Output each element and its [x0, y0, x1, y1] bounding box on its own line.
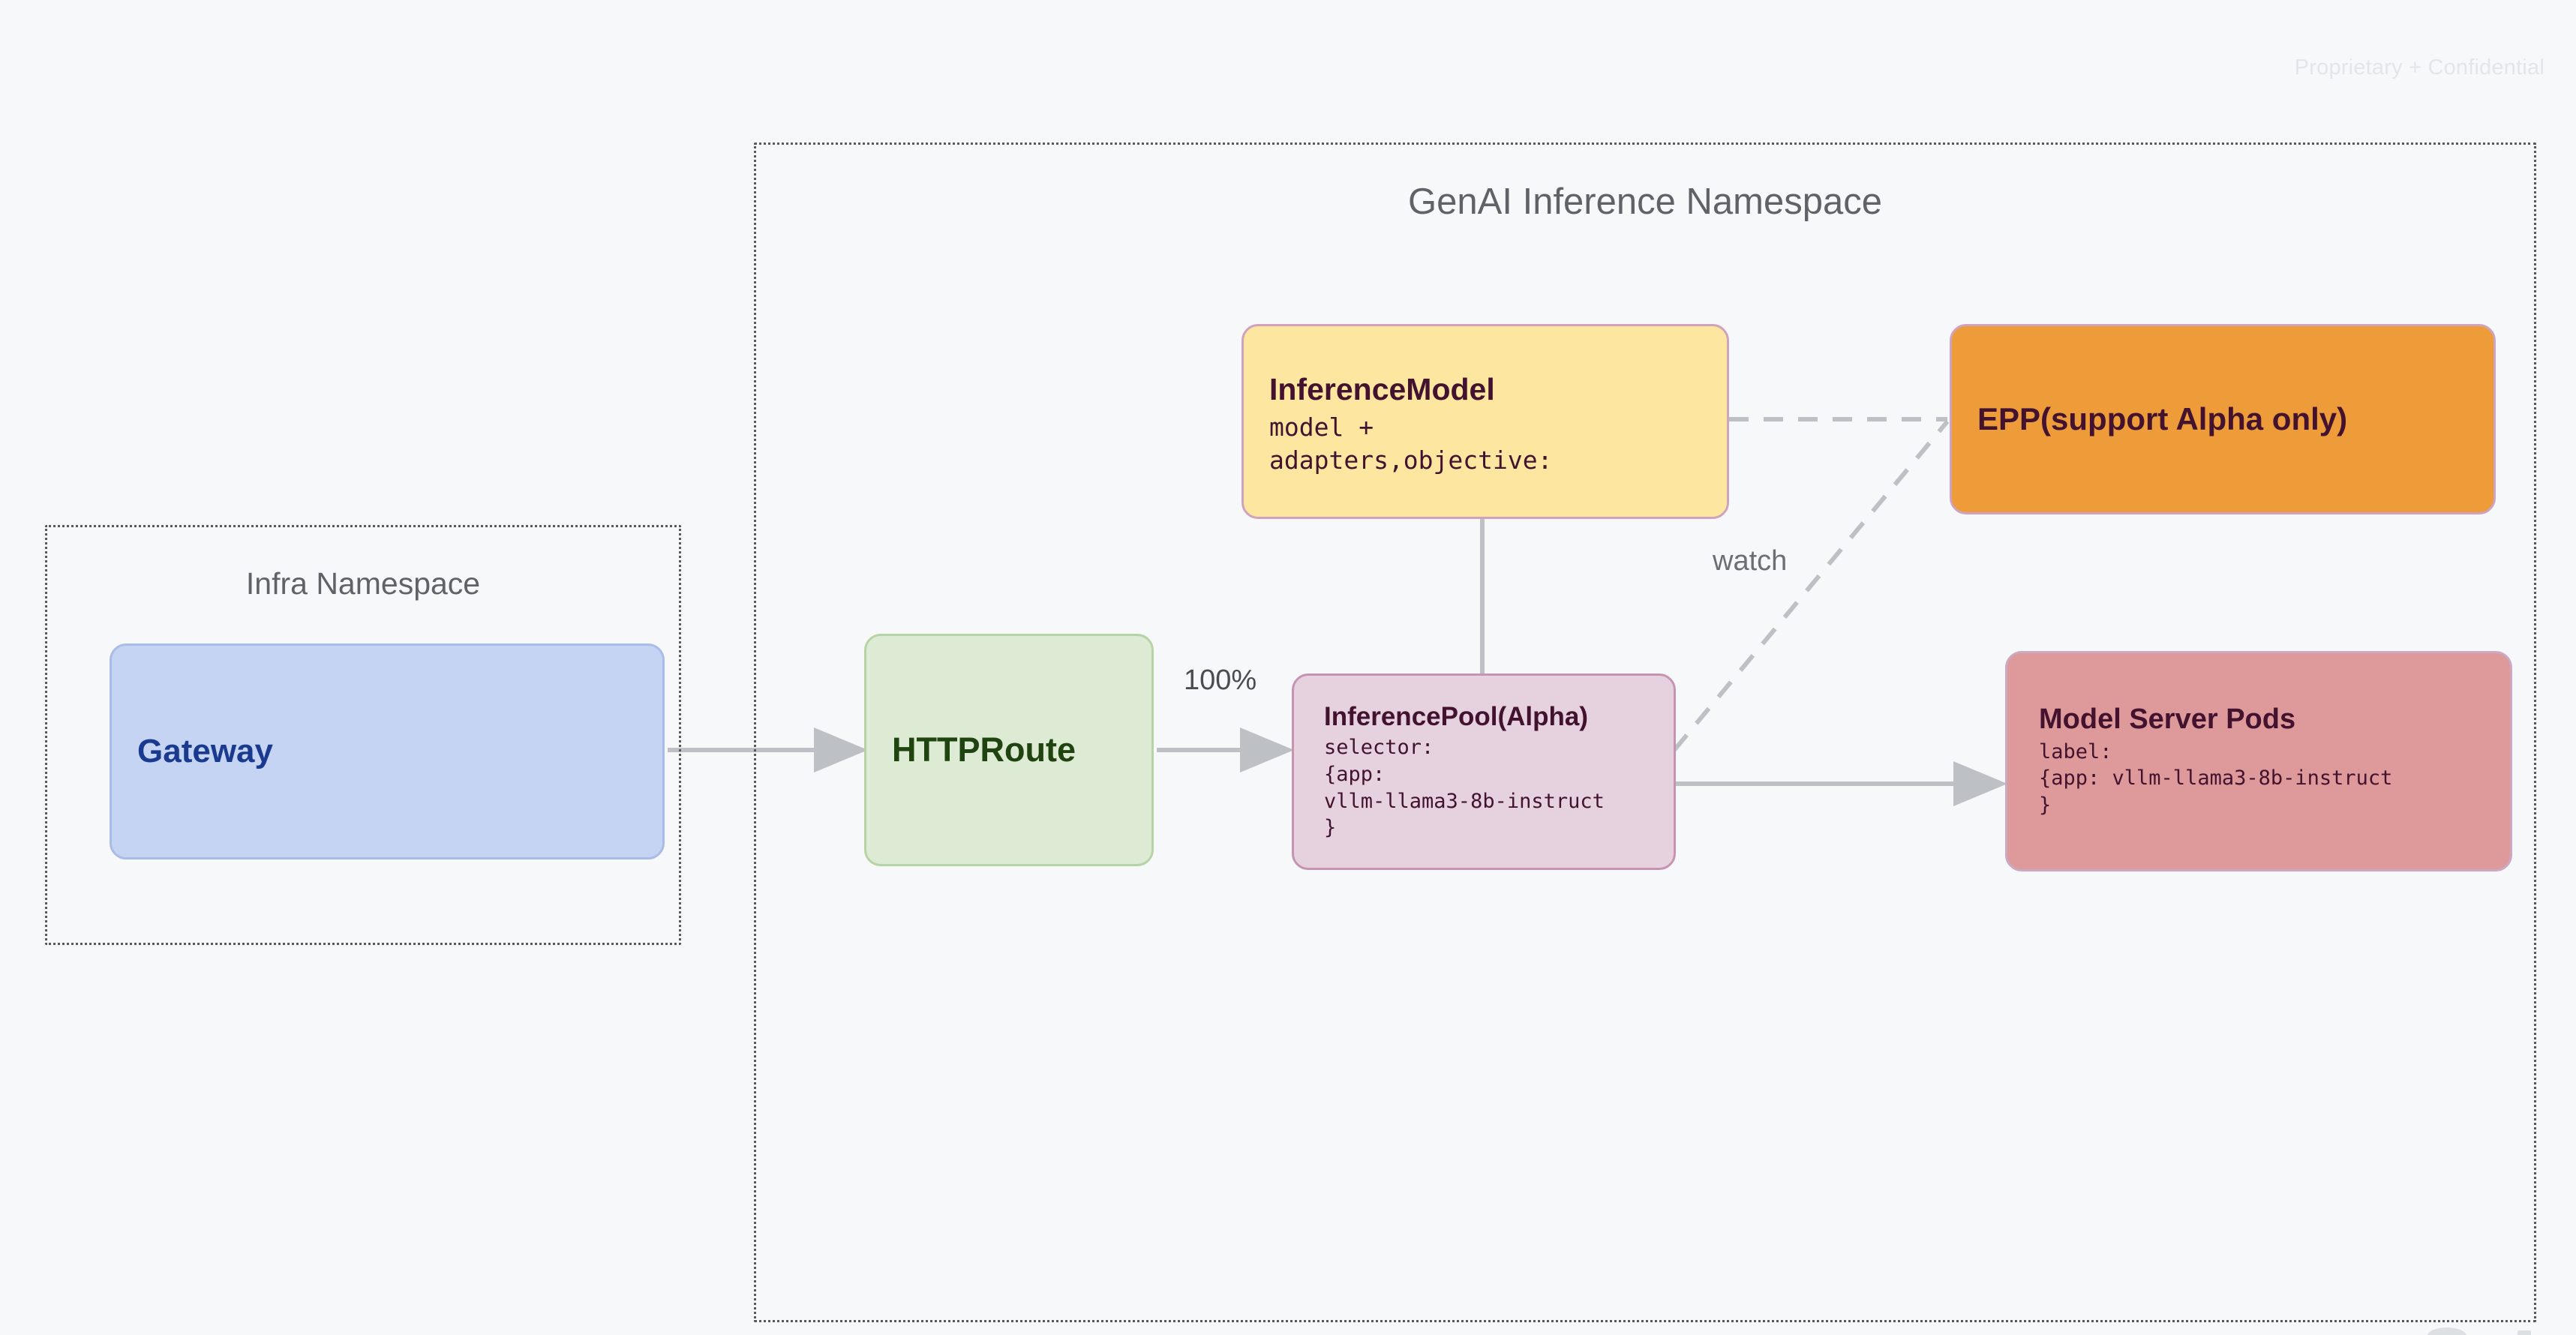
node-gateway[interactable]: Gateway	[110, 644, 665, 860]
node-inferencepool-title: InferencePool(Alpha)	[1324, 702, 1588, 732]
node-inferencemodel-title: InferenceModel	[1269, 371, 1495, 406]
node-httproute-title: HTTPRoute	[892, 730, 1076, 769]
namespace-infra-title: Infra Namespace	[245, 566, 481, 601]
edge-label-traffic-weight: 100%	[1184, 664, 1257, 696]
node-httproute[interactable]: HTTPRoute	[864, 634, 1154, 866]
node-inferencemodel-spec: model + adapters,objective:	[1269, 412, 1553, 475]
node-inferencemodel[interactable]: InferenceModel model + adapters,objectiv…	[1241, 324, 1729, 519]
confidentiality-watermark: Proprietary + Confidential	[2294, 56, 2544, 80]
node-model-server-pods-spec: label: {app: vllm-llama3-8b-instruct }	[2039, 740, 2393, 818]
namespace-infra: Infra Namespace	[45, 525, 681, 945]
corner-artifact	[2406, 1324, 2549, 1335]
node-model-server-pods[interactable]: Model Server Pods label: {app: vllm-llam…	[2005, 651, 2512, 872]
node-inferencepool-spec: selector: {app: vllm-llama3-8b-instruct …	[1324, 736, 1605, 840]
node-epp[interactable]: EPP(support Alpha only)	[1950, 324, 2496, 514]
node-gateway-title: Gateway	[137, 733, 273, 770]
node-epp-title: EPP(support Alpha only)	[1977, 401, 2348, 437]
namespace-genai-inference: GenAI Inference Namespace	[754, 142, 2536, 1322]
edge-label-watch: watch	[1713, 545, 1788, 577]
node-inferencepool[interactable]: InferencePool(Alpha) selector: {app: vll…	[1292, 674, 1676, 870]
node-model-server-pods-title: Model Server Pods	[2039, 704, 2296, 736]
namespace-genai-inference-title: GenAI Inference Namespace	[1408, 182, 1882, 222]
